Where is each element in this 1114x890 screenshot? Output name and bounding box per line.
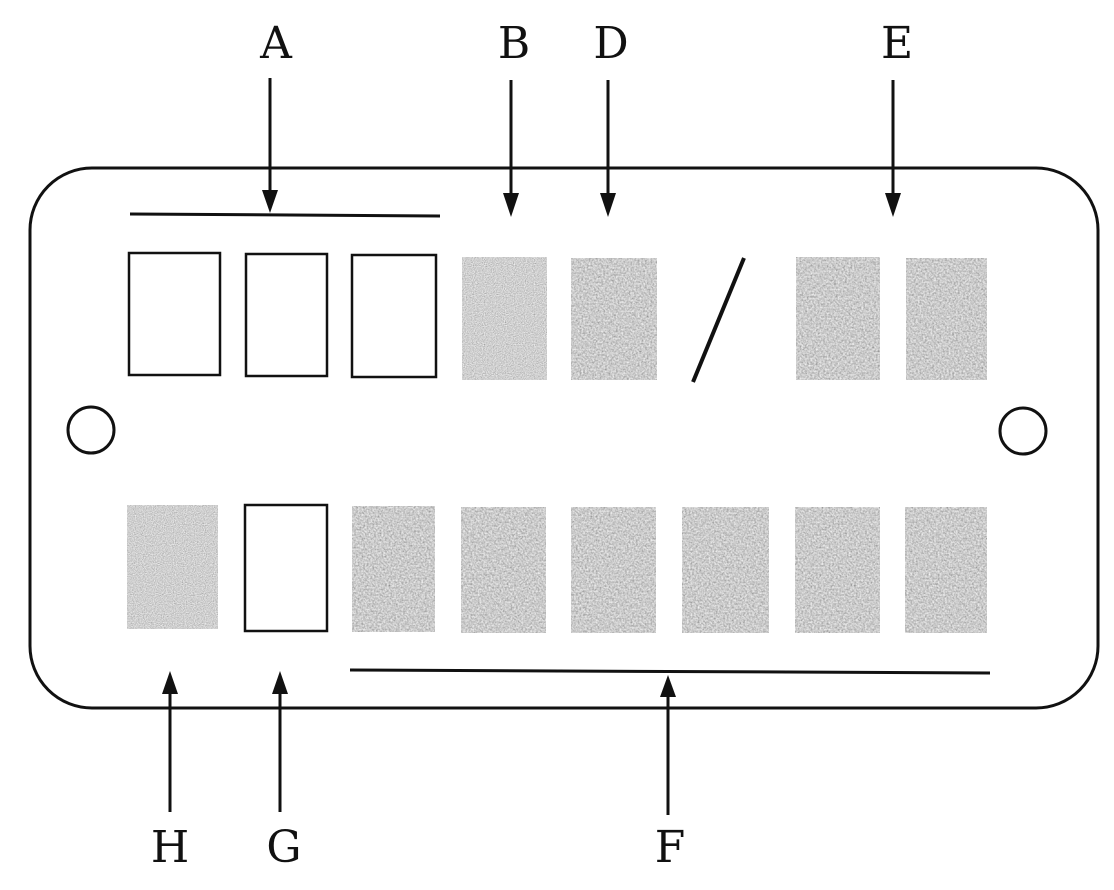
box-bottom-3-shaded <box>352 506 435 632</box>
arrow-f <box>660 675 676 815</box>
right-hole <box>998 406 1048 456</box>
bottom-row <box>127 503 987 633</box>
bracket-line-f <box>349 668 991 675</box>
arrows <box>162 78 901 815</box>
arrow-a <box>262 78 278 213</box>
bracket-line-a <box>129 212 441 218</box>
label-f: F <box>655 822 686 873</box>
arrow-e <box>885 80 901 217</box>
box-top-5-shaded <box>571 258 657 380</box>
label-b: B <box>498 18 530 69</box>
box-bottom-2 <box>243 503 329 633</box>
box-top-8-shaded <box>906 258 987 380</box>
label-d: D <box>593 18 628 69</box>
box-bottom-6-shaded <box>682 507 769 633</box>
box-bottom-8-shaded <box>905 507 987 633</box>
left-hole <box>66 405 116 455</box>
slash-separator <box>691 257 746 383</box>
box-bottom-1-shaded <box>127 505 218 629</box>
label-h: H <box>151 822 189 873</box>
box-top-3 <box>350 253 438 379</box>
box-top-4-shaded <box>462 257 547 380</box>
box-bottom-4-shaded <box>461 507 546 633</box>
label-a: A <box>259 18 293 69</box>
arrow-h <box>162 671 178 812</box>
arrow-d <box>600 80 616 217</box>
label-e: E <box>881 18 913 69</box>
label-g: G <box>266 822 301 873</box>
arrow-g <box>272 671 288 812</box>
box-top-7-shaded <box>796 257 880 380</box>
box-top-1 <box>127 251 222 377</box>
box-bottom-7-shaded <box>795 507 880 633</box>
arrow-b <box>503 80 519 217</box>
card-outline <box>28 166 1100 710</box>
top-row <box>127 251 987 380</box>
box-bottom-5-shaded <box>571 507 656 633</box>
box-top-2 <box>244 252 329 378</box>
